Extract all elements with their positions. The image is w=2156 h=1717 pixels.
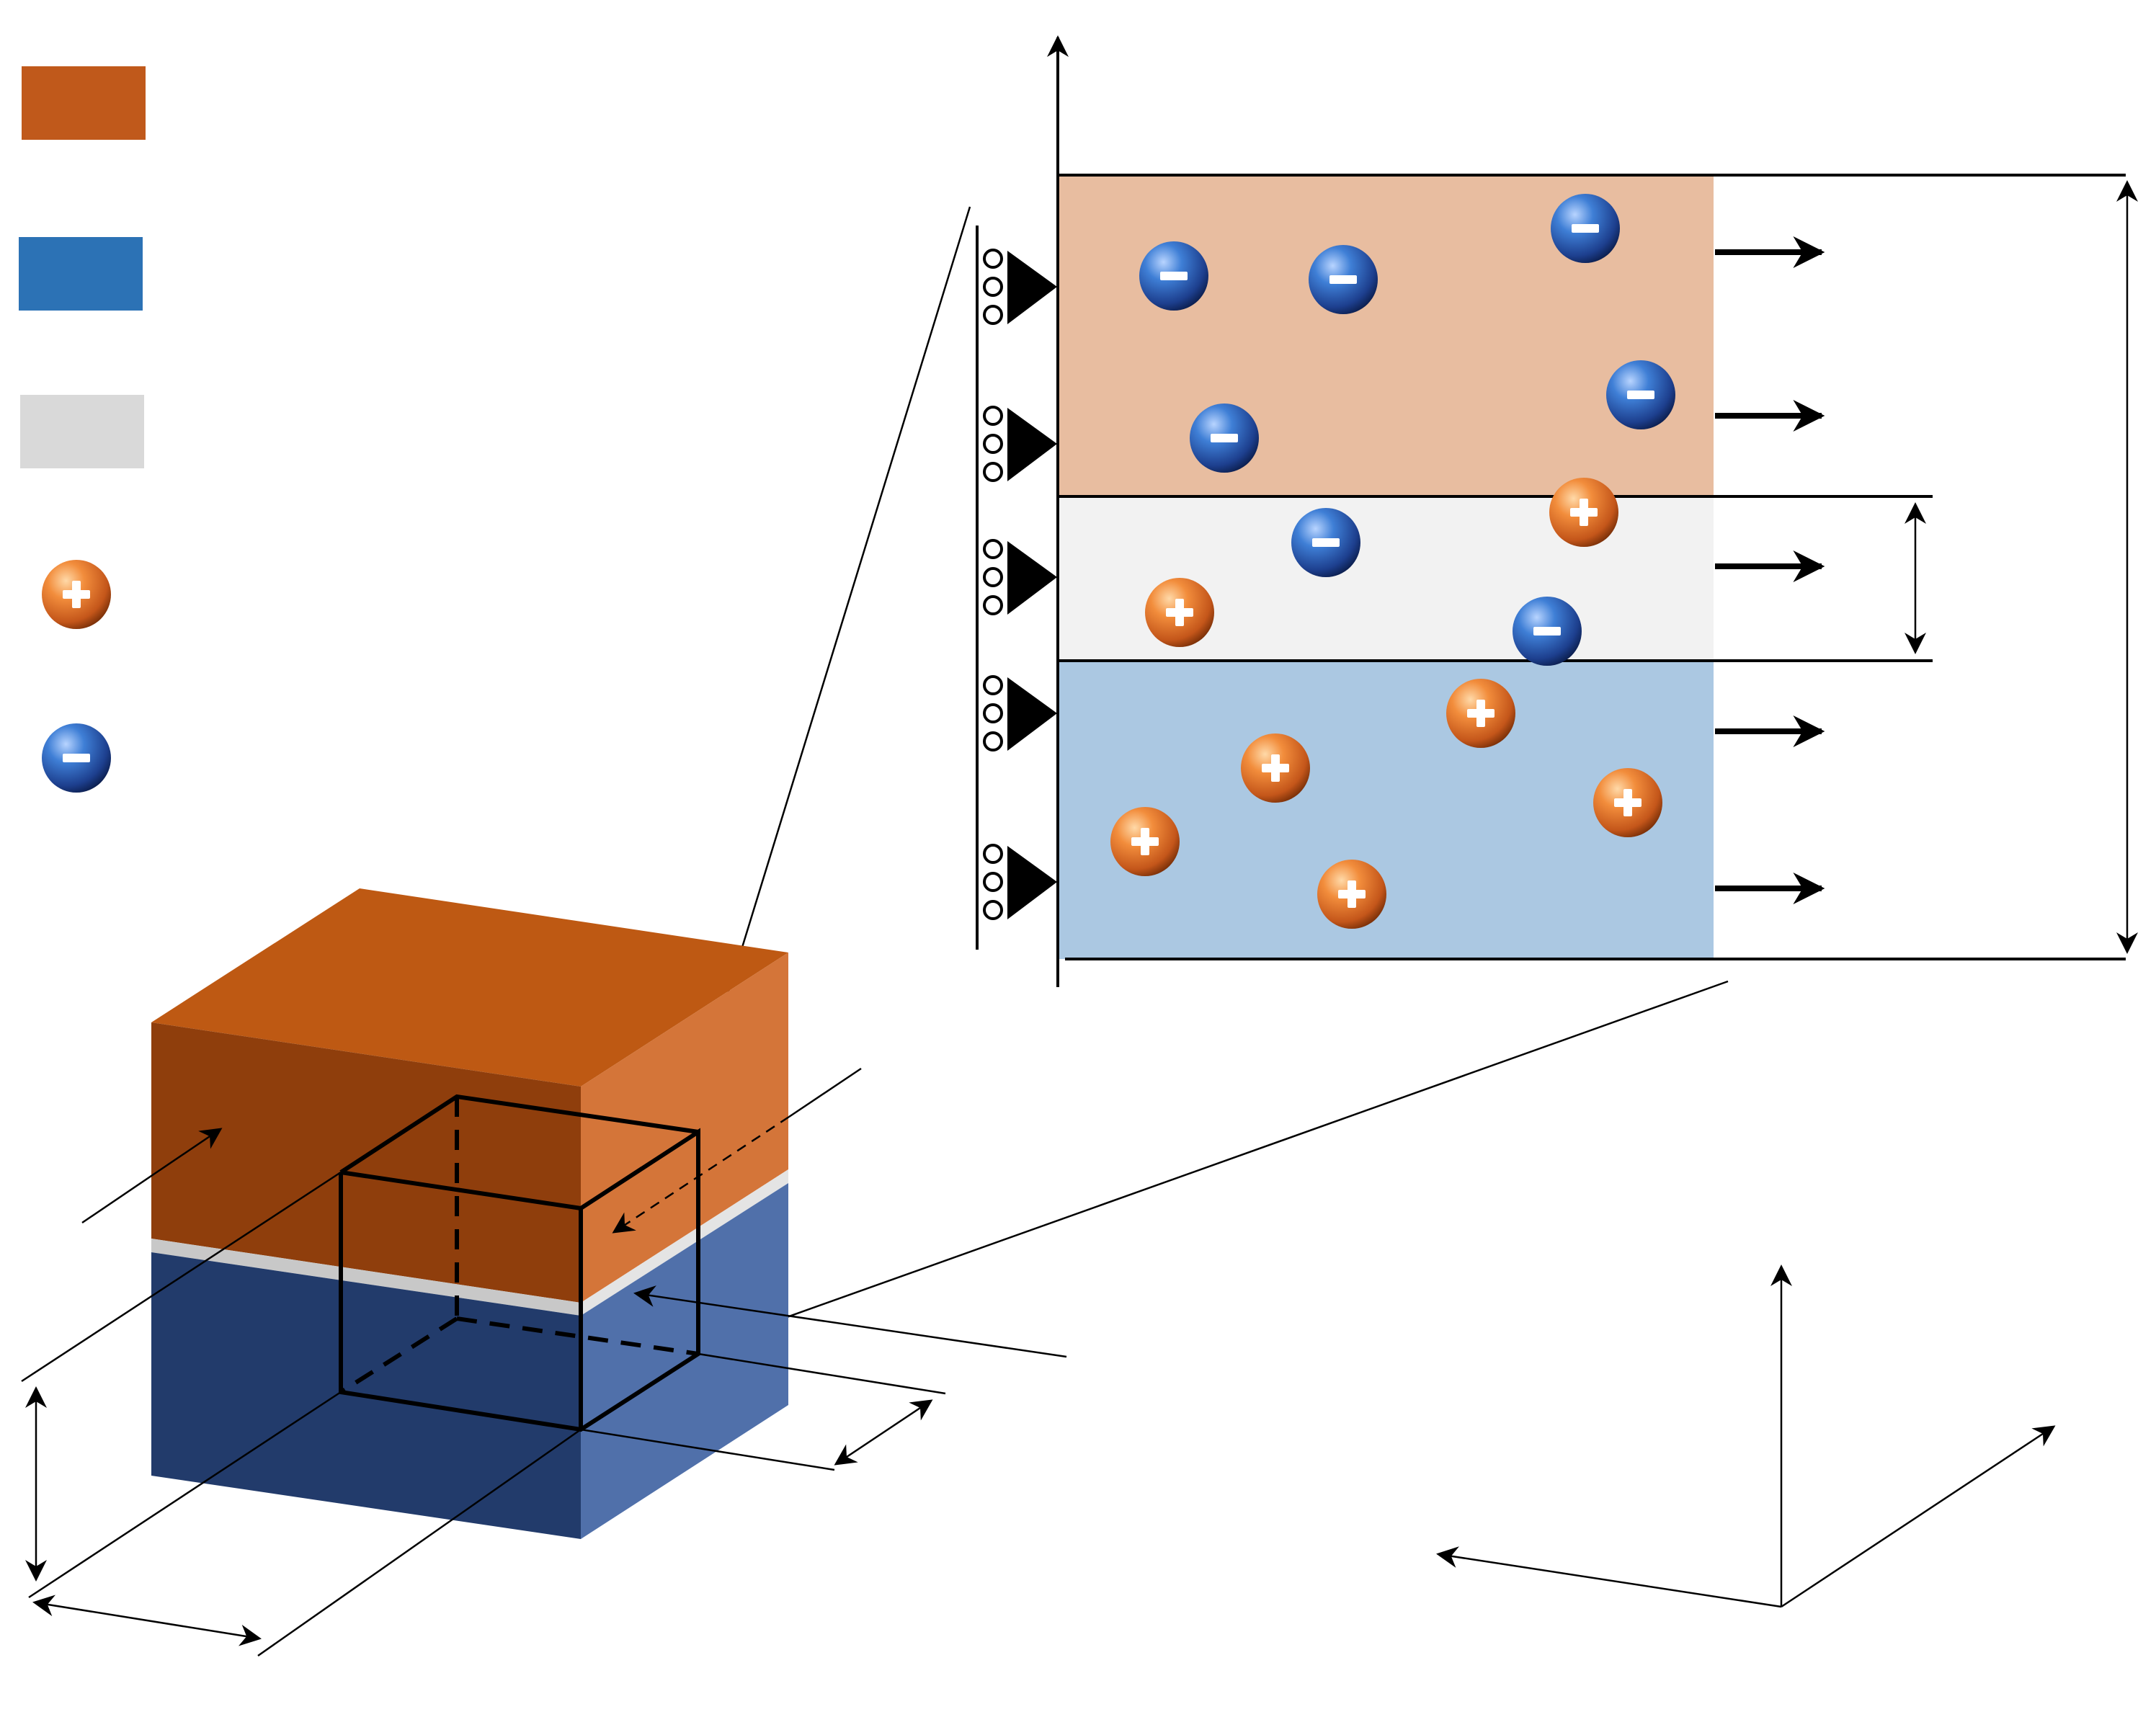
legend bbox=[19, 66, 146, 793]
block-junction-side bbox=[581, 1169, 788, 1316]
roller-support bbox=[983, 675, 1057, 752]
legend-electron-icon bbox=[42, 723, 111, 793]
flow-arrows bbox=[1715, 236, 1825, 904]
junction-pointer-arrow bbox=[633, 1285, 1067, 1358]
roller-support bbox=[983, 844, 1057, 920]
hole-charge bbox=[1317, 860, 1386, 929]
block-junction-front bbox=[151, 1239, 581, 1316]
electron-charge bbox=[1139, 241, 1208, 311]
zoom-panel bbox=[976, 35, 2138, 987]
hole-charge bbox=[1549, 478, 1618, 547]
axis-right bbox=[1781, 1425, 2056, 1608]
roller-supports bbox=[983, 249, 1057, 920]
legend-hole-icon bbox=[42, 560, 111, 629]
zoom-charges bbox=[1110, 194, 1675, 929]
hole-charge bbox=[1241, 733, 1310, 803]
block-top-face bbox=[151, 888, 788, 1087]
hole-charge bbox=[1446, 679, 1515, 748]
electron-charge bbox=[1606, 360, 1675, 429]
hole-charge bbox=[1593, 768, 1662, 837]
pointer-arrow bbox=[81, 1128, 223, 1224]
roller-support bbox=[983, 539, 1057, 615]
legend-depletion-region-swatch bbox=[20, 395, 144, 468]
block-annotations bbox=[21, 1067, 1067, 1657]
axis-left bbox=[1436, 1546, 1782, 1608]
block-front-p bbox=[151, 1022, 581, 1303]
hole-charge bbox=[1145, 578, 1214, 647]
electron-charge bbox=[1551, 194, 1620, 263]
leader-line bbox=[788, 1067, 862, 1118]
electron-charge bbox=[1190, 403, 1259, 473]
depth-dimension bbox=[834, 1399, 933, 1466]
roller-support bbox=[983, 249, 1057, 325]
legend-n-region-swatch bbox=[19, 237, 143, 311]
pointer-arrow-dashed bbox=[612, 1115, 790, 1234]
roller-support bbox=[983, 406, 1057, 482]
width-dimension bbox=[32, 1595, 262, 1646]
electron-charge bbox=[1513, 597, 1582, 666]
coordinate-axes bbox=[1436, 1265, 2056, 1608]
electron-charge bbox=[1291, 508, 1360, 577]
electron-charge bbox=[1309, 245, 1378, 314]
zoom-connector-bottom bbox=[705, 980, 1729, 1347]
legend-p-region-swatch bbox=[22, 66, 146, 140]
hole-charge bbox=[1110, 807, 1180, 876]
pn-block-3d bbox=[151, 888, 788, 1539]
